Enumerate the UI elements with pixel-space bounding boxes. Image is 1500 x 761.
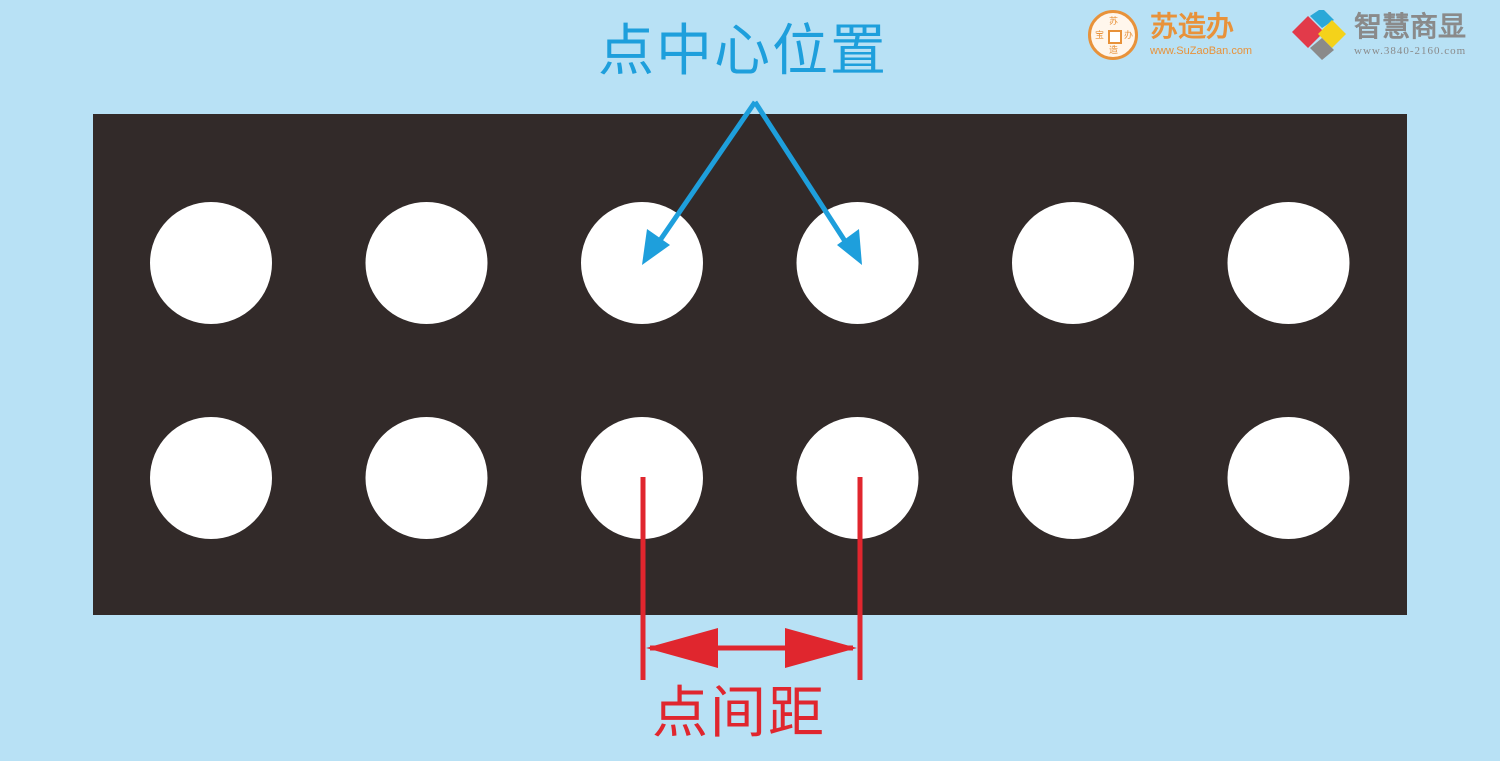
dot-spacing-label: 点间距: [652, 681, 826, 746]
dot-r1-c5: [1012, 202, 1134, 324]
seal-char-right: 办: [1124, 31, 1134, 41]
dot-r2-c5: [1012, 417, 1134, 539]
mark-grey-diamond: [1310, 38, 1334, 60]
zhihui-logo: 智慧商显 www.3840-2160.com: [1290, 10, 1495, 64]
suzaoban-name: 苏造办: [1150, 10, 1235, 43]
center-arrow-right-line: [752, 100, 855, 254]
dot-r1-c4: [796, 202, 919, 324]
suzaoban-logo: 苏 宝 办 造 苏造办 www.SuZaoBan.com: [1088, 10, 1278, 64]
suzaoban-seal-icon: 苏 宝 办 造: [1088, 10, 1138, 60]
dot-r1-c2: [365, 202, 488, 324]
dot-r2-c1: [150, 417, 272, 539]
center-arrow-left-line: [649, 100, 758, 254]
dot-r1-c1: [150, 202, 272, 324]
center-position-label: 点中心位置: [598, 19, 888, 84]
zhihui-mark-icon: [1292, 10, 1346, 60]
center-arrow-right-head: [837, 229, 862, 265]
dot-r2-c6: [1227, 417, 1350, 539]
center-arrows: [649, 100, 855, 254]
mark-red-diamond: [1292, 16, 1324, 48]
center-arrow-left-head: [642, 229, 670, 265]
suzaoban-url: www.SuZaoBan.com: [1150, 45, 1253, 57]
zhihui-url: www.3840-2160.com: [1354, 45, 1467, 57]
zhihui-name: 智慧商显: [1354, 10, 1467, 43]
dot-r2-c2: [365, 417, 488, 539]
dot-r1-c6: [1227, 202, 1350, 324]
seal-char-bottom: 造: [1109, 46, 1119, 56]
dot-r1-c3: [581, 202, 703, 324]
spacing-arrow-left-head: [646, 628, 718, 668]
seal-char-top: 苏: [1109, 17, 1119, 27]
mark-blue-diamond: [1310, 10, 1334, 28]
seal-char-left: 宝: [1095, 31, 1105, 41]
spacing-arrow-right-head: [785, 628, 857, 668]
seal-square: [1108, 30, 1122, 44]
dark-panel: [93, 114, 1407, 615]
